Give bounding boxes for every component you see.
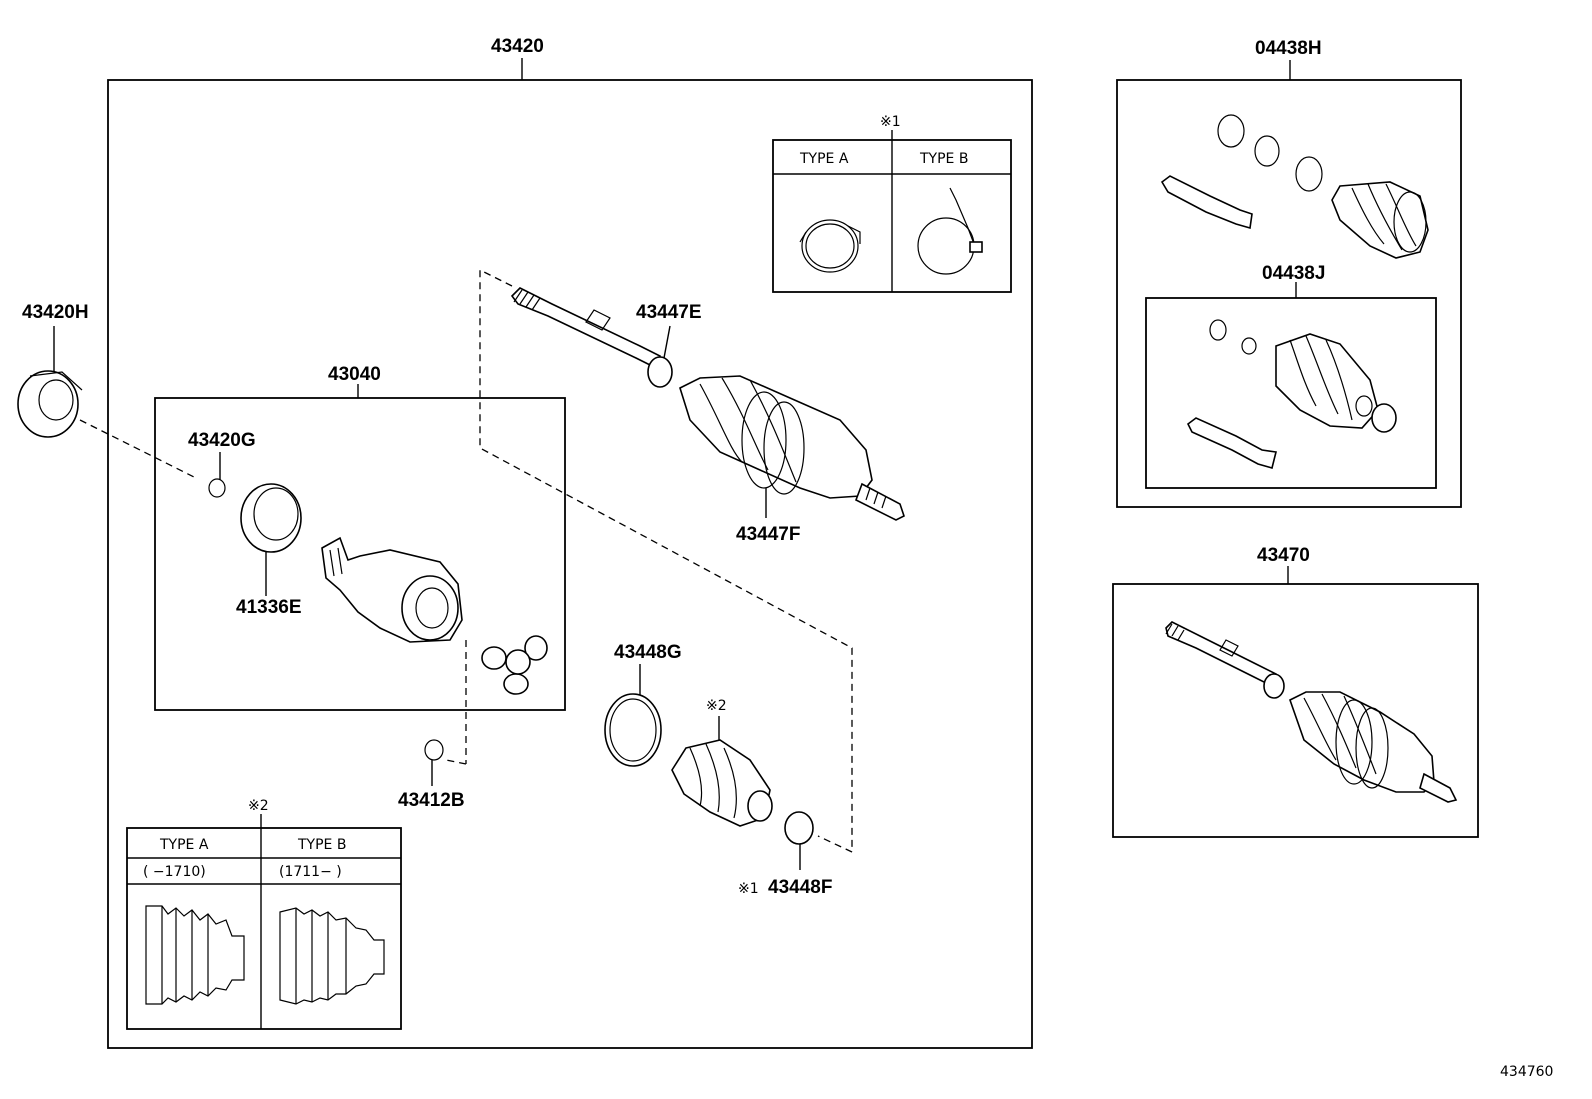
- note1-clamp-marker: ※1: [738, 881, 759, 897]
- snap-ring-43420G: [208, 478, 226, 498]
- shaft-assembly-43470: [1165, 621, 1458, 803]
- label-41336E[interactable]: 41336E: [236, 597, 302, 618]
- inner-joint-frame-43040: [154, 397, 566, 711]
- boot-kit-04438J-parts: [1186, 319, 1397, 469]
- clamp-43448F: [784, 811, 814, 845]
- label-43420H[interactable]: 43420H: [22, 302, 89, 323]
- seal-43420H: [17, 370, 83, 438]
- boot-kit-04438H-parts: [1160, 114, 1429, 259]
- ring-41336E: [240, 483, 302, 553]
- label-43447E[interactable]: 43447E: [636, 302, 702, 323]
- label-04438J[interactable]: 04438J: [1262, 263, 1325, 284]
- inner-joint-housing: [321, 536, 463, 643]
- boot-inner: [671, 739, 773, 827]
- clamp-type-a-heading: TYPE A: [799, 151, 849, 167]
- clamp-type-b-heading: TYPE B: [919, 151, 968, 167]
- boot-kit-frame-04438H: [1116, 79, 1462, 508]
- shaft-assembly-frame-43470: [1112, 583, 1479, 838]
- snap-ring-43412B: [424, 739, 444, 761]
- boot-type-b-range: (1711− ): [279, 864, 342, 880]
- clamp-type-b-illustration: [917, 187, 983, 275]
- label-43420G[interactable]: 43420G: [188, 430, 256, 451]
- boot-type-b-illustration: [279, 907, 385, 1005]
- dashed-line-seal: [79, 419, 197, 479]
- boot-type-a-heading: TYPE A: [159, 837, 209, 853]
- boot-type-a-range: ( −1710): [143, 864, 206, 880]
- boot-kit-frame-04438J: [1145, 297, 1437, 489]
- clamp-type-a-illustration: [799, 219, 861, 273]
- diagram-id: 434760: [1500, 1064, 1553, 1080]
- note2-boot-marker: ※2: [706, 698, 727, 714]
- label-43412B[interactable]: 43412B: [398, 790, 465, 811]
- tripod-joint: [481, 635, 548, 695]
- label-43448G[interactable]: 43448G: [614, 642, 682, 663]
- label-04438H[interactable]: 04438H: [1255, 38, 1322, 59]
- label-43420[interactable]: 43420: [491, 36, 544, 57]
- label-43470[interactable]: 43470: [1257, 545, 1310, 566]
- boot-type-table: [126, 827, 402, 1030]
- label-43040[interactable]: 43040: [328, 364, 381, 385]
- boot-type-b-heading: TYPE B: [297, 837, 346, 853]
- note2-table-marker: ※2: [248, 798, 269, 814]
- clamp-43448G: [604, 693, 662, 767]
- boot-type-a-illustration: [145, 905, 245, 1005]
- note1-table-marker: ※1: [880, 114, 901, 130]
- label-43447F[interactable]: 43447F: [736, 524, 800, 545]
- main-assembly-frame: [107, 79, 1033, 1049]
- label-43448F[interactable]: 43448F: [768, 877, 832, 898]
- dashed-bracket-shaft: [479, 268, 853, 852]
- drive-shaft: [510, 287, 905, 521]
